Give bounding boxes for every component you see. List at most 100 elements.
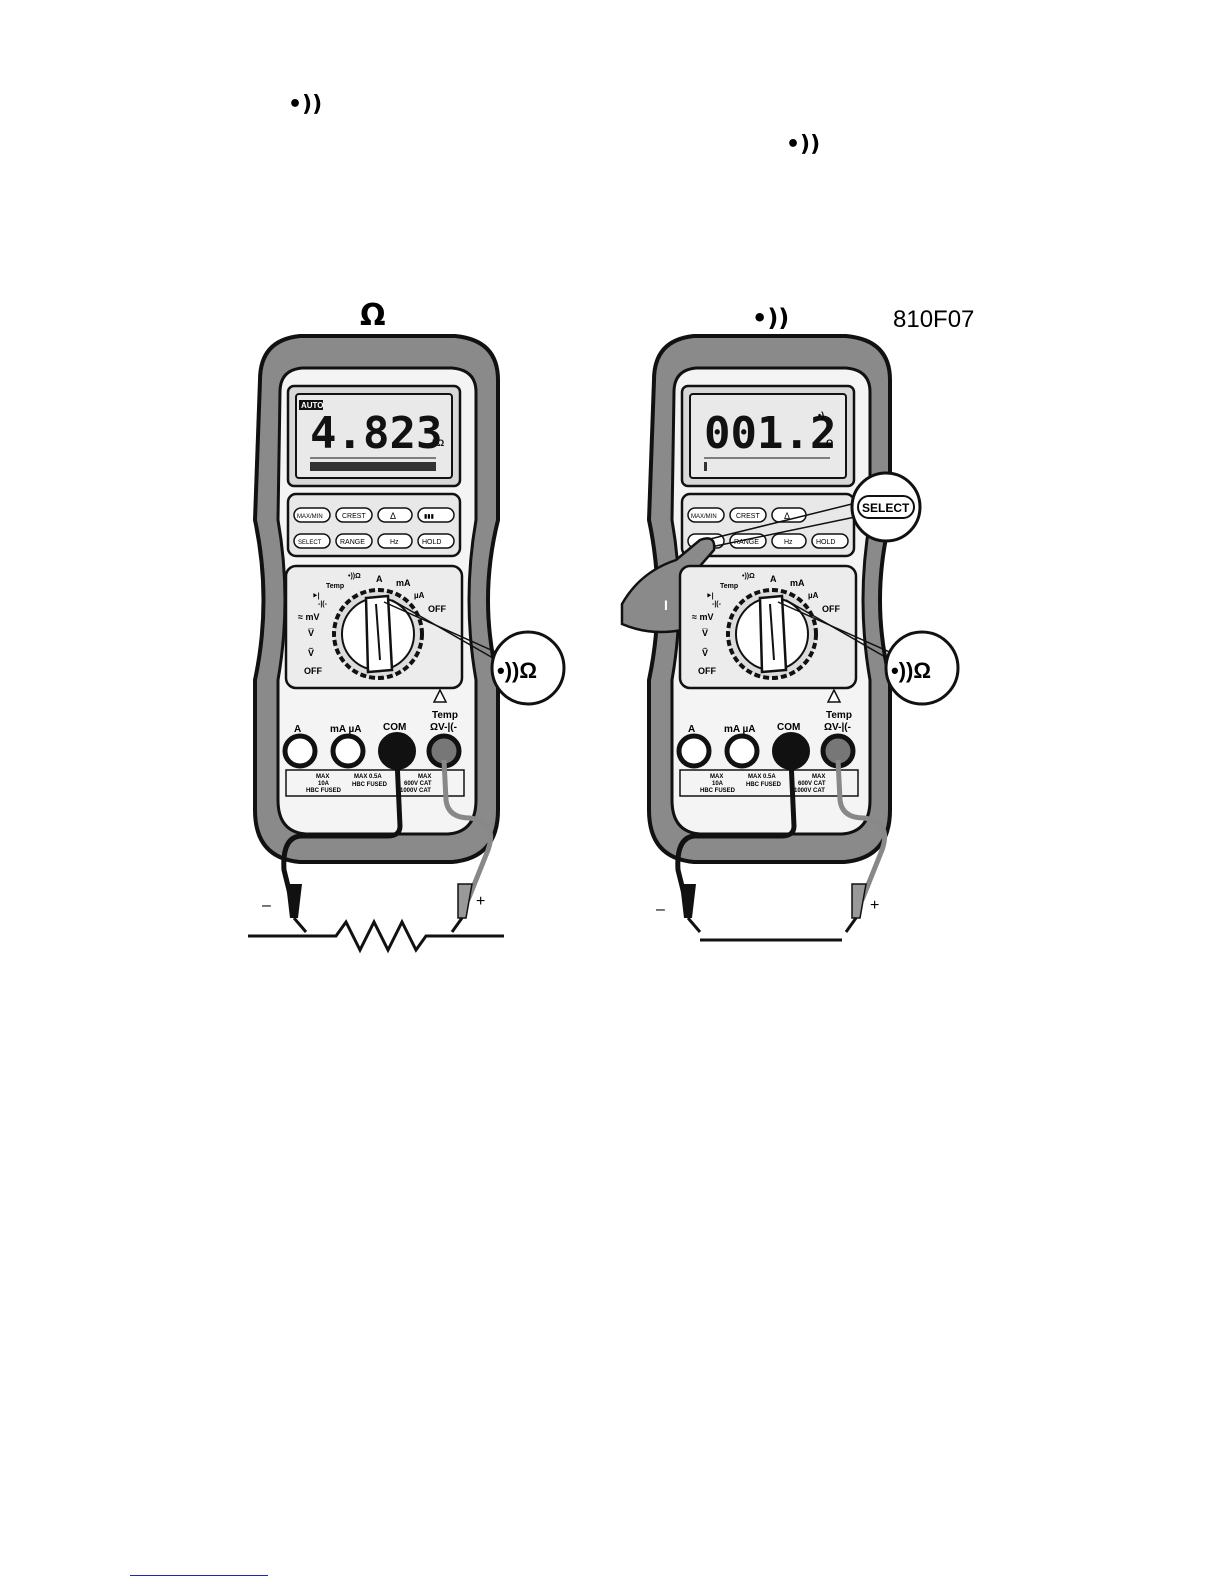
left-maxmin-button[interactable] (293, 507, 331, 523)
left-dial-callout-label: •))Ω (497, 658, 537, 683)
left-button-panel (286, 492, 462, 558)
left-bar-label: ▮▮▮ (424, 514, 434, 520)
left-dial-off-left: OFF (304, 666, 322, 676)
left-dial-vac: Ṽ (308, 648, 314, 658)
right-dial-labels: Temp •))Ω A mA µA OFF ⯈| -|(- ≈ mV V̅ Ṽ … (692, 573, 840, 676)
right-jack-ohm-label: ΩV-|(- (824, 722, 851, 733)
right-lcd (689, 393, 847, 479)
right-dial-vdc: V̅ (702, 628, 708, 638)
right-dial-temp: Temp (720, 583, 738, 590)
right-dial-a: A (770, 574, 777, 584)
right-multimeter: 001.2 •) Ω MAX/MIN CREST Δ RANGE Hz HOLD… (620, 334, 960, 942)
right-a-rating-1: MAX (710, 774, 723, 780)
left-select-button[interactable] (293, 533, 331, 549)
right-dial-vac: Ṽ (702, 648, 708, 658)
left-multimeter: AUTO 4.823 kΩ MAX/MIN CREST Δ ▮▮▮ SELECT… (248, 334, 566, 954)
left-bar-button[interactable] (417, 507, 455, 523)
left-dial-mv: ≈ mV (298, 612, 319, 622)
left-select-label: SELECT (298, 540, 322, 546)
right-ma-rating-2: HBC FUSED (746, 782, 782, 788)
left-dial-temp: Temp (326, 583, 344, 590)
left-jack-a[interactable] (282, 733, 318, 769)
right-range-label: RANGE (734, 539, 759, 546)
right-dial-ua: µA (808, 591, 819, 600)
ohm-heading: Ω (360, 298, 386, 333)
left-hz-button[interactable] (377, 533, 413, 549)
finger-label: I (664, 597, 668, 613)
left-jack-ohm-label: ΩV-|(- (430, 722, 457, 733)
left-lcd (295, 393, 453, 479)
right-dial-ma: mA (790, 578, 805, 588)
right-lcd-reading: 001.2 (704, 408, 836, 459)
right-jack-ma[interactable] (724, 733, 760, 769)
right-jack-a-label: A (688, 724, 695, 735)
left-dial-a: A (376, 574, 383, 584)
left-hold-button[interactable] (417, 533, 455, 549)
left-red-lead (441, 759, 494, 901)
left-hz-label: Hz (390, 539, 399, 546)
right-ma-rating-1: MAX 0.5A (748, 774, 776, 780)
right-maxmin-button[interactable] (687, 507, 725, 523)
left-v-rating-3: 1000V CAT (400, 788, 431, 794)
left-jack-labels: A mA µA COM Temp ΩV-|(- (294, 710, 458, 735)
footer-rule (130, 1575, 268, 1576)
left-jack-a-label: A (294, 724, 301, 735)
left-a-rating-3: HBC FUSED (306, 788, 342, 794)
right-bargraph (704, 462, 707, 471)
beep-icon-top-right: •)) (786, 132, 821, 157)
left-jack-ma-label: mA µA (330, 724, 362, 735)
left-v-rating-2: 600V CAT (404, 781, 432, 787)
right-lcd-unit: Ω (826, 438, 833, 448)
right-hz-button[interactable] (771, 533, 807, 549)
right-v-rating-3: 1000V CAT (794, 788, 825, 794)
left-jack-com-label: COM (383, 722, 406, 733)
right-a-rating-2: 10A (712, 781, 724, 787)
left-dial-ma: mA (396, 578, 411, 588)
right-hz-label: Hz (784, 539, 793, 546)
select-callout-label: SELECT (862, 501, 910, 515)
left-black-lead (281, 759, 403, 903)
left-lead-plus: + (476, 893, 485, 910)
right-dial-callout (884, 630, 960, 706)
left-range-button[interactable] (335, 533, 373, 549)
left-dial-vdc: V̅ (308, 628, 314, 638)
left-lcd-unit: kΩ (432, 438, 444, 448)
left-jack-ratings: MAX 10A HBC FUSED MAX 0.5A HBC FUSED MAX… (306, 774, 432, 794)
right-jack-labels: A mA µA COM Temp ΩV-|(- (688, 710, 852, 735)
left-a-rating-2: 10A (318, 781, 330, 787)
right-maxmin-label: MAX/MIN (691, 514, 717, 520)
right-lead-plus: + (870, 897, 879, 914)
left-lcd-mode: AUTO (301, 401, 324, 410)
left-dial-labels: Temp •))Ω A mA µA OFF ⯈| -|(- ≈ mV V̅ Ṽ … (298, 573, 446, 676)
right-jack-ratings: MAX 10A HBC FUSED MAX 0.5A HBC FUSED MAX… (700, 774, 826, 794)
right-dial-callout-label: •))Ω (891, 658, 931, 683)
right-hold-button[interactable] (811, 533, 849, 549)
left-delta-label: Δ (390, 511, 396, 521)
right-a-rating-3: HBC FUSED (700, 788, 736, 794)
left-crest-button[interactable] (335, 507, 373, 523)
right-dial-off-right: OFF (822, 604, 840, 614)
right-crest-label: CREST (736, 513, 760, 520)
left-hold-label: HOLD (422, 539, 441, 546)
left-lead-minus: – (262, 897, 271, 914)
right-jack-a[interactable] (676, 733, 712, 769)
right-black-lead (675, 759, 797, 903)
left-dial-off-right: OFF (428, 604, 446, 614)
left-crest-label: CREST (342, 513, 366, 520)
right-dial-mv: ≈ mV (692, 612, 713, 622)
right-dial-beep-ohm: •))Ω (742, 573, 755, 580)
left-lcd-reading: 4.823 (310, 408, 442, 459)
left-jack-ma[interactable] (330, 733, 366, 769)
right-v-rating-1: MAX (812, 774, 825, 780)
right-jack-com-label: COM (777, 722, 800, 733)
right-crest-button[interactable] (729, 507, 767, 523)
beep-icon-top-left: •)) (288, 92, 323, 117)
left-delta-button[interactable] (377, 507, 413, 523)
right-dial-cap: -|(- (712, 601, 722, 608)
left-dial-beep-ohm: •))Ω (348, 573, 361, 580)
right-lcd-beep: •) (818, 410, 824, 420)
left-a-rating-1: MAX (316, 774, 329, 780)
right-delta-label: Δ (784, 511, 790, 521)
right-red-lead (835, 759, 888, 901)
